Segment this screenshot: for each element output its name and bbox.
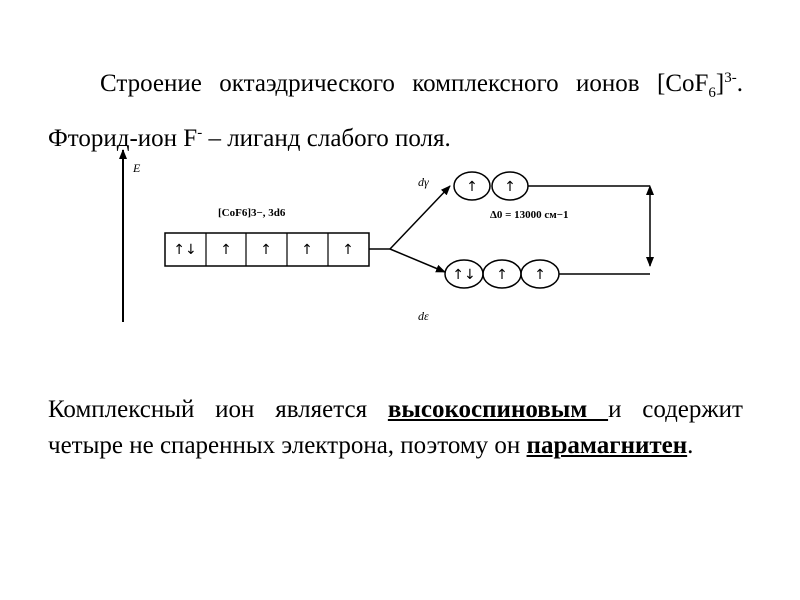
title-subscript: 6 xyxy=(708,85,716,101)
upper-orbital-1: ↑ xyxy=(466,179,478,195)
orbital-electrons-4: ↑ xyxy=(301,242,313,258)
lower-orbital-1: ↑↓ xyxy=(452,267,475,283)
split-arrow-up xyxy=(389,185,451,250)
upper-orbitals: ↑ ↑ xyxy=(453,171,529,201)
conclusion-text-3: . xyxy=(687,432,694,459)
conclusion-text-2: и содержит четыре не спаренных электрона… xyxy=(48,396,743,459)
ion-label: [CoF6]3−, 3d6 xyxy=(218,207,286,219)
fluoride-charge: - xyxy=(197,125,203,141)
orbital-electrons-2: ↑ xyxy=(220,242,232,258)
split-arrow-down xyxy=(389,248,446,273)
upper-orbital-2: ↑ xyxy=(504,179,516,195)
title-paragraph: Строение октаэдрического комплексного ио… xyxy=(48,58,743,159)
title-text-3: . Фторид-ион F xyxy=(48,70,743,152)
high-spin-term: высокоспиновым xyxy=(387,396,609,423)
conclusion-text-1: Комплексный ион является xyxy=(48,396,388,423)
lower-orbitals: ↑↓ ↑ ↑ xyxy=(444,259,560,289)
title-text-1: Строение октаэдрического комплексного ио… xyxy=(100,70,709,97)
title-text-2: ] xyxy=(715,70,725,97)
lower-level-label: dε xyxy=(418,309,429,323)
free-ion-orbitals: ↑↓ ↑ ↑ ↑ ↑ xyxy=(164,232,370,267)
lower-orbital-3: ↑ xyxy=(534,267,546,283)
conclusion-paragraph: Комплексный ион является высокоспиновым … xyxy=(48,392,743,464)
energy-axis-label: E xyxy=(132,161,141,175)
splitting-energy-label: Δ0 = 13000 см−1 xyxy=(490,209,569,221)
paramagnetic-term: парамагнитен xyxy=(526,432,688,459)
lower-orbital-2: ↑ xyxy=(496,267,508,283)
orbital-electrons-1: ↑↓ xyxy=(173,242,196,258)
upper-level-label: dγ xyxy=(418,175,429,189)
title-text-4: – лиганд слабого поля. xyxy=(202,125,451,152)
orbital-electrons-3: ↑ xyxy=(260,242,272,258)
title-charge: 3- xyxy=(724,70,737,86)
orbital-electrons-5: ↑ xyxy=(342,242,354,258)
